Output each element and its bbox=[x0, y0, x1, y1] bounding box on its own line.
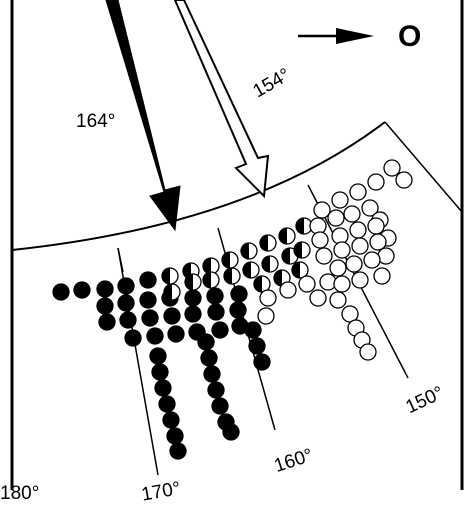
scale-line-170-b bbox=[117, 247, 124, 273]
dot-half-filled bbox=[184, 273, 202, 291]
dot-half-filled bbox=[259, 234, 277, 252]
dot-empty bbox=[349, 183, 367, 201]
dot-half-filled bbox=[253, 275, 271, 293]
dot-empty bbox=[313, 201, 331, 219]
dot-filled bbox=[184, 305, 202, 323]
dot-empty bbox=[369, 233, 387, 251]
dot-filled bbox=[169, 442, 187, 460]
dot-empty bbox=[345, 255, 363, 273]
dot-half-filled bbox=[242, 261, 260, 279]
dot-filled bbox=[139, 271, 157, 289]
dot-half-filled bbox=[293, 241, 311, 259]
dot-empty bbox=[331, 191, 349, 209]
dot-empty bbox=[333, 275, 351, 293]
dot-empty bbox=[309, 289, 327, 307]
compass-label: O bbox=[398, 20, 422, 53]
dot-half-filled bbox=[202, 271, 220, 289]
dot-half-filled bbox=[295, 217, 313, 235]
dot-empty bbox=[363, 251, 381, 269]
dot-empty bbox=[329, 259, 347, 277]
dot-filled bbox=[200, 349, 218, 367]
dot-filled bbox=[98, 313, 116, 331]
scale-label-180: 180° bbox=[0, 483, 40, 504]
dot-half-filled bbox=[223, 267, 241, 285]
dot-empty bbox=[351, 237, 369, 255]
arrow-164-label: 164° bbox=[76, 111, 116, 132]
dot-empty bbox=[298, 275, 316, 293]
dot-filled bbox=[154, 379, 172, 397]
dot-empty bbox=[333, 241, 351, 259]
dot-half-filled bbox=[291, 261, 309, 279]
dot-empty bbox=[329, 291, 347, 309]
dot-filled bbox=[162, 411, 180, 429]
dot-filled bbox=[229, 301, 247, 319]
dot-empty bbox=[367, 217, 385, 235]
arrow-right-icon bbox=[298, 28, 374, 44]
dot-filled bbox=[146, 327, 164, 345]
dot-filled bbox=[207, 381, 225, 399]
dot-filled bbox=[167, 325, 185, 343]
station-dots bbox=[52, 159, 413, 460]
dot-filled bbox=[211, 321, 229, 339]
dot-half-filled bbox=[163, 283, 181, 301]
dot-half-filled bbox=[240, 242, 258, 260]
dot-empty bbox=[367, 173, 385, 191]
dot-filled bbox=[117, 294, 135, 312]
dot-empty bbox=[359, 343, 377, 361]
dot-empty bbox=[361, 199, 379, 217]
dot-filled bbox=[203, 365, 221, 383]
dot-filled bbox=[197, 333, 215, 351]
dot-filled bbox=[253, 353, 271, 371]
dot-empty bbox=[315, 247, 333, 265]
dot-half-filled bbox=[161, 267, 179, 285]
dot-empty bbox=[279, 281, 297, 299]
dot-filled bbox=[119, 311, 137, 329]
curved-band-top bbox=[11, 121, 386, 251]
dot-filled bbox=[139, 291, 157, 309]
dot-filled bbox=[222, 423, 240, 441]
dot-filled bbox=[96, 297, 114, 315]
dot-empty bbox=[395, 171, 413, 189]
curved-band-right-edge bbox=[384, 121, 463, 213]
dot-empty bbox=[327, 209, 345, 227]
dot-empty bbox=[257, 307, 275, 325]
dot-filled bbox=[73, 281, 91, 299]
dot-filled bbox=[230, 285, 248, 303]
dot-empty bbox=[373, 267, 391, 285]
dot-empty bbox=[343, 205, 361, 223]
outline-arrow-154 bbox=[173, 0, 270, 199]
dot-half-filled bbox=[221, 251, 239, 269]
dot-filled bbox=[124, 329, 142, 347]
dot-filled bbox=[248, 337, 266, 355]
dot-filled bbox=[184, 289, 202, 307]
dot-filled bbox=[206, 287, 224, 305]
dot-filled bbox=[151, 363, 169, 381]
dot-filled bbox=[141, 309, 159, 327]
dot-empty bbox=[351, 271, 369, 289]
dot-empty bbox=[349, 221, 367, 239]
dot-empty bbox=[259, 289, 277, 307]
dot-filled bbox=[163, 307, 181, 325]
dot-empty bbox=[383, 159, 401, 177]
dot-empty bbox=[311, 231, 329, 249]
dot-filled bbox=[149, 347, 167, 365]
dot-filled bbox=[52, 283, 70, 301]
dot-filled bbox=[211, 397, 229, 415]
dot-filled bbox=[231, 317, 249, 335]
dot-filled bbox=[117, 277, 135, 295]
dot-filled bbox=[166, 427, 184, 445]
dot-half-filled bbox=[278, 227, 296, 245]
dot-filled bbox=[207, 303, 225, 321]
dot-filled bbox=[96, 280, 114, 298]
dot-half-filled bbox=[261, 255, 279, 273]
dot-filled bbox=[158, 395, 176, 413]
solid-arrow-164 bbox=[105, 0, 181, 232]
